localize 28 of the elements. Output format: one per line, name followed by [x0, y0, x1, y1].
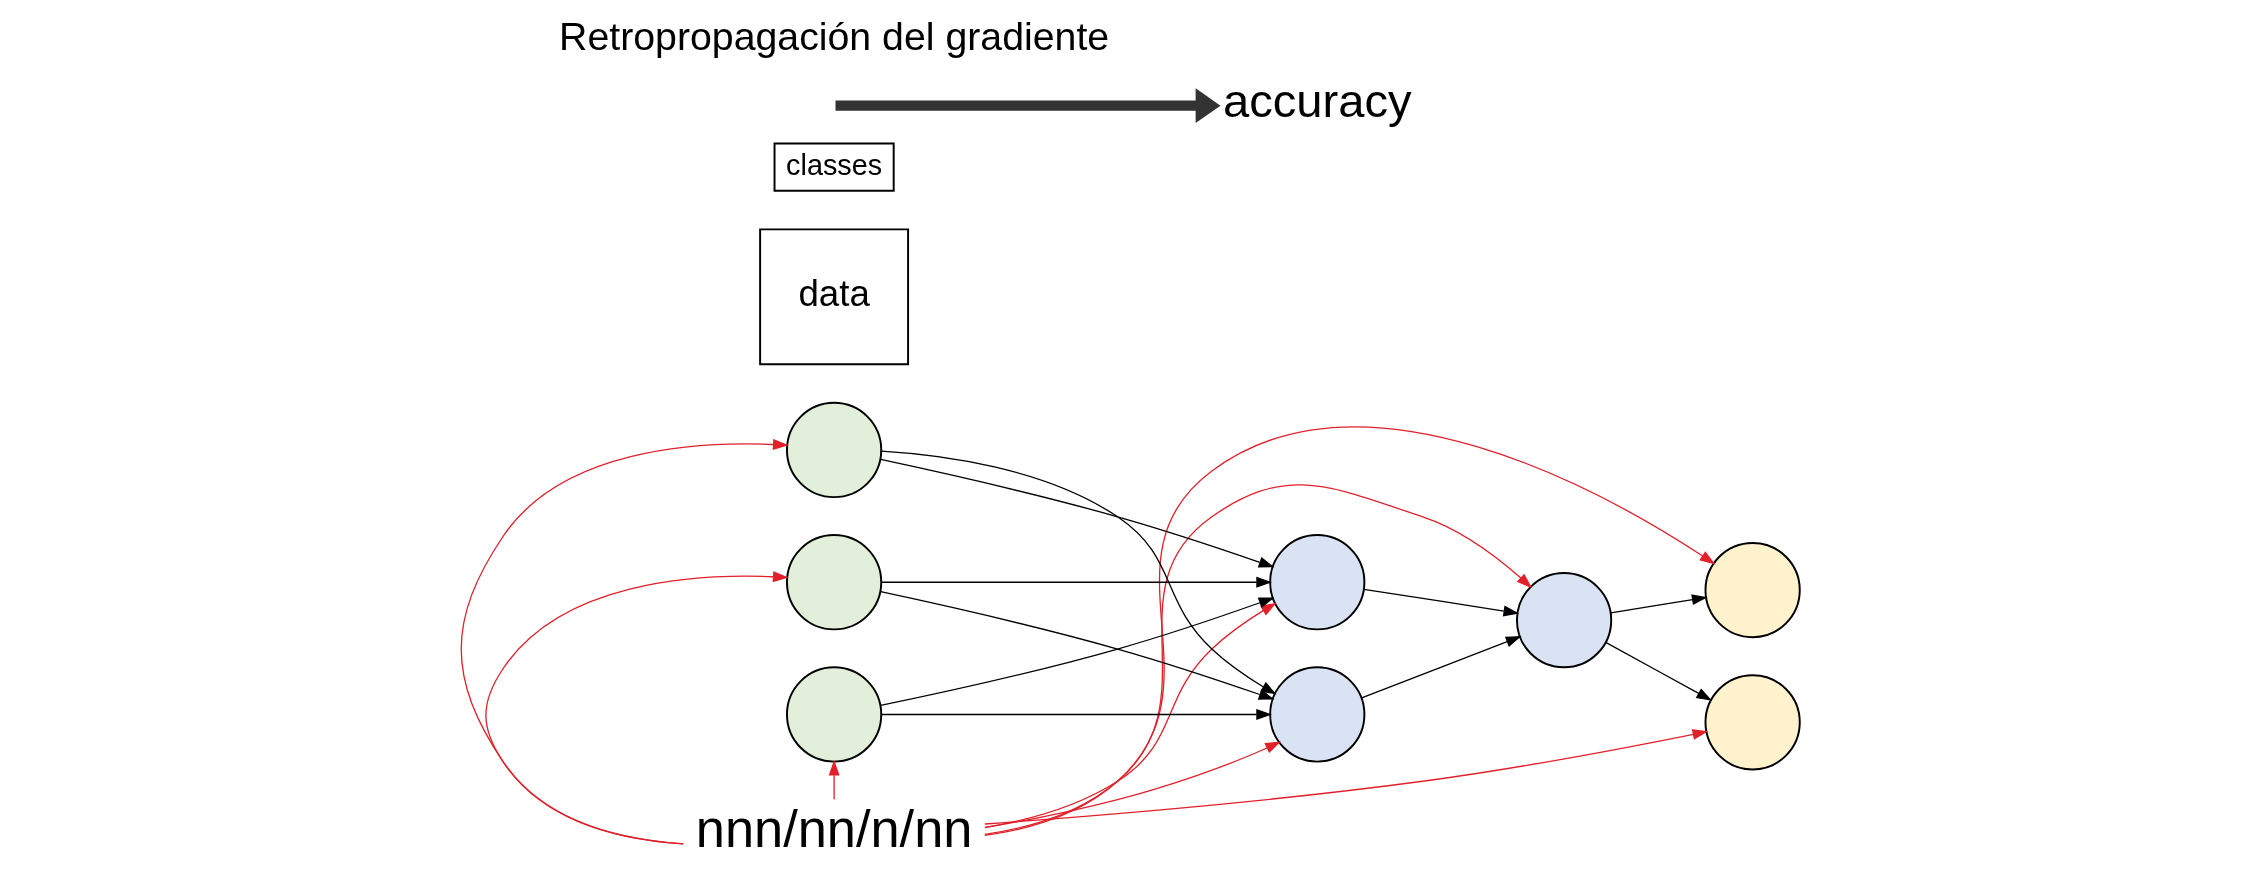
arrow: [983, 602, 1277, 828]
node-text: accuracy: [1222, 74, 1412, 128]
node-circle: [1268, 534, 1365, 631]
arrow: [835, 88, 1220, 123]
label: Retropropagación del gradiente: [558, 13, 1109, 58]
arrow: [983, 484, 1532, 835]
node-box: data: [758, 228, 909, 366]
node-box: classes: [773, 142, 895, 192]
arrow: [1362, 588, 1519, 617]
arrow: [880, 576, 1272, 588]
arrow: [1360, 636, 1522, 699]
node-circle: [785, 401, 882, 499]
node-circle: [1268, 666, 1365, 763]
arrow: [983, 729, 1708, 825]
node-circle: [1704, 542, 1801, 639]
arrow: [880, 708, 1272, 720]
arrow: [1609, 594, 1708, 614]
node-circle: [1704, 674, 1801, 771]
node-circle: [785, 666, 882, 763]
arrow: [460, 439, 789, 845]
arrow: [879, 458, 1274, 568]
arrow: [1604, 641, 1712, 701]
arrow: [828, 759, 840, 800]
node-circle: [785, 534, 882, 631]
arrow: [484, 571, 789, 845]
node-text: nnn/nn/n/nn: [695, 799, 972, 858]
arrow: [880, 450, 1277, 695]
arrow: [983, 426, 1715, 837]
